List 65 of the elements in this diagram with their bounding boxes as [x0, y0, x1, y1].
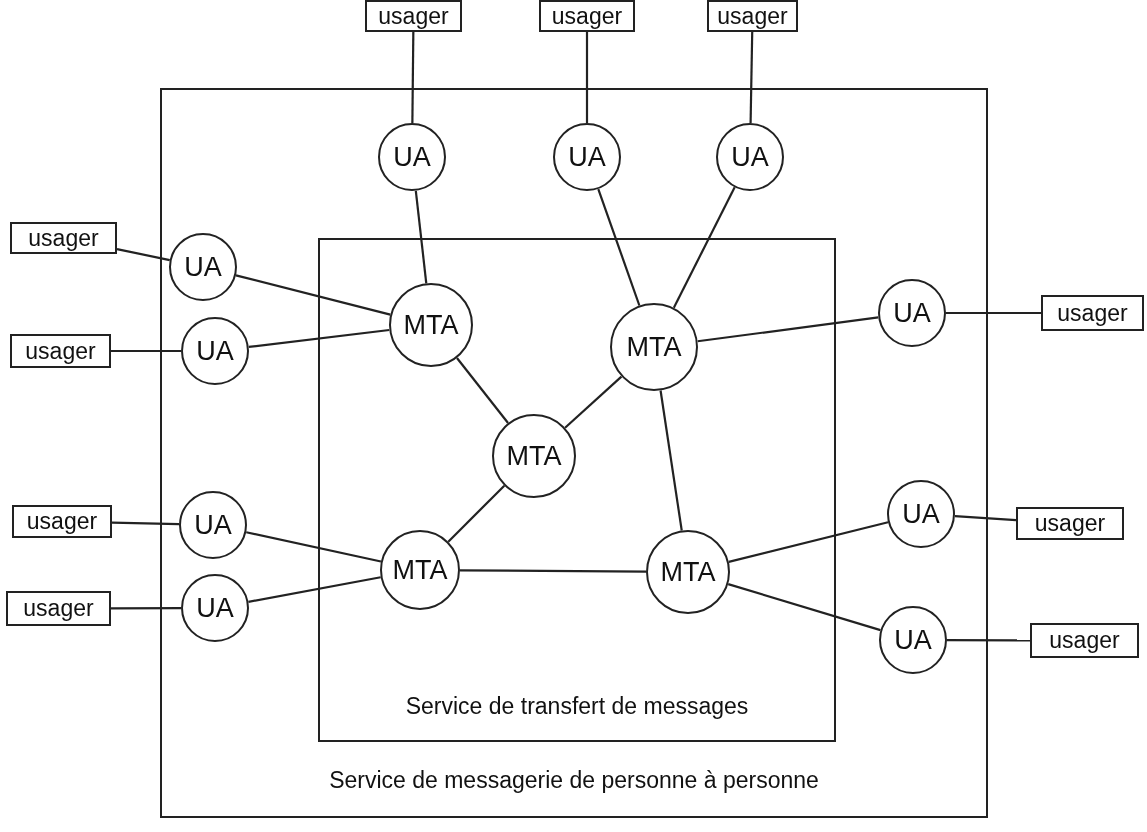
connector-line — [460, 569, 646, 573]
connector-line — [235, 274, 391, 316]
node-label: UA — [894, 624, 932, 656]
connector-line — [672, 186, 736, 309]
node-label: UA — [196, 335, 234, 367]
user-box — [10, 222, 117, 254]
connector-line — [564, 375, 623, 429]
node-label: Service de transfert de messages — [404, 693, 750, 720]
node-label: Service de messagerie de personne à personne — [328, 767, 820, 794]
connector-line — [456, 357, 509, 424]
user-box — [10, 334, 111, 368]
connector-line — [749, 31, 754, 124]
node-label: usager — [717, 2, 788, 30]
node-label: UA — [902, 498, 940, 530]
connector-line — [585, 32, 589, 123]
node-label: MTA — [403, 309, 459, 341]
node-label: usager — [1057, 299, 1128, 327]
node-label: usager — [1034, 510, 1106, 537]
node-label: usager — [25, 337, 96, 365]
user-box — [707, 0, 798, 32]
connector-line — [414, 190, 428, 284]
connector-line — [946, 311, 1041, 315]
connector-line — [447, 484, 506, 543]
user-box — [1030, 623, 1139, 658]
user-box — [365, 0, 462, 32]
connector-line — [728, 521, 889, 563]
user-box — [12, 505, 112, 538]
service-frame — [160, 88, 988, 818]
agent-circle — [492, 414, 576, 498]
service-frame — [318, 238, 836, 742]
node-label: usager — [28, 224, 99, 252]
connector-line — [947, 639, 1030, 642]
connector-line — [111, 521, 180, 526]
node-label: UA — [393, 141, 431, 173]
user-box — [1041, 295, 1144, 331]
connector-line — [248, 576, 381, 603]
node-label: usager — [23, 595, 94, 622]
connector-line — [697, 316, 879, 343]
node-label: usager — [378, 2, 449, 30]
node-label: UA — [568, 141, 606, 173]
connector-line — [659, 390, 683, 531]
connector-line — [597, 188, 641, 306]
user-box — [1016, 507, 1124, 540]
user-box — [6, 591, 111, 626]
node-label: UA — [893, 297, 931, 329]
connector-line — [116, 248, 170, 262]
node-label: MTA — [506, 440, 562, 472]
node-label: UA — [184, 251, 222, 283]
node-label: MTA — [626, 331, 682, 363]
node-label: usager — [26, 508, 98, 535]
connector-line — [248, 328, 390, 349]
connector-line — [246, 531, 382, 563]
node-label: usager — [1049, 627, 1120, 654]
connector-line — [111, 349, 181, 353]
node-label: UA — [194, 509, 232, 541]
node-label: usager — [551, 2, 623, 30]
connector-line — [411, 32, 415, 123]
node-label: MTA — [392, 554, 448, 586]
connector-line — [727, 583, 881, 632]
user-box — [539, 0, 635, 32]
node-label: UA — [196, 592, 234, 624]
node-label: MTA — [660, 556, 716, 588]
connector-line — [954, 515, 1017, 522]
connector-line — [111, 607, 181, 610]
node-label: UA — [731, 141, 769, 173]
